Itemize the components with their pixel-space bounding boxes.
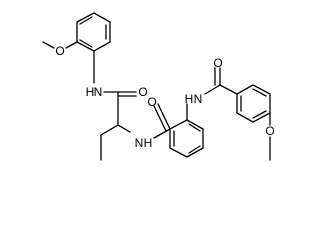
bond [169, 147, 188, 158]
nitrogen-atom: N [135, 136, 144, 150]
bond [236, 84, 254, 95]
bond [42, 41, 55, 49]
nitrogen-atom: N [194, 92, 203, 106]
hydrogen-atom: H [144, 136, 153, 150]
methoxyphenyl-ring-right [236, 84, 271, 123]
bond [186, 119, 204, 130]
bond [117, 124, 131, 133]
oxygen-atom: O [138, 85, 147, 99]
bond [100, 124, 119, 136]
bond [204, 84, 221, 95]
bond [169, 119, 188, 130]
bond [186, 147, 204, 158]
molecule-diagram: O H N O N H O H N O [42, 12, 275, 161]
bond [153, 128, 171, 139]
bond [157, 103, 171, 130]
bond [219, 84, 238, 95]
bond [93, 41, 111, 52]
methoxyphenyl-ring-top [76, 12, 111, 52]
bond [252, 110, 267, 119]
oxygen-atom: O [147, 95, 156, 109]
bond [153, 105, 167, 132]
bond [76, 12, 95, 23]
oxygen-atom: O [213, 56, 222, 70]
bond [252, 112, 271, 123]
bond [188, 145, 201, 154]
bond [76, 41, 95, 52]
hydrogen-atom: H [185, 92, 194, 106]
bond [236, 112, 254, 123]
oxygen-atom: O [55, 44, 64, 58]
bond [252, 84, 271, 95]
bond [65, 41, 78, 49]
benzene-ring-center [169, 119, 204, 158]
oxygen-atom: O [265, 124, 274, 138]
bond [79, 16, 93, 25]
bond [93, 12, 111, 23]
bond [252, 88, 267, 97]
hydrogen-atom: H [86, 85, 95, 99]
nitrogen-atom: N [94, 85, 103, 99]
structure-canvas: O H N O N H O H N O [42, 12, 275, 161]
bond [188, 123, 201, 132]
bond [79, 39, 93, 48]
